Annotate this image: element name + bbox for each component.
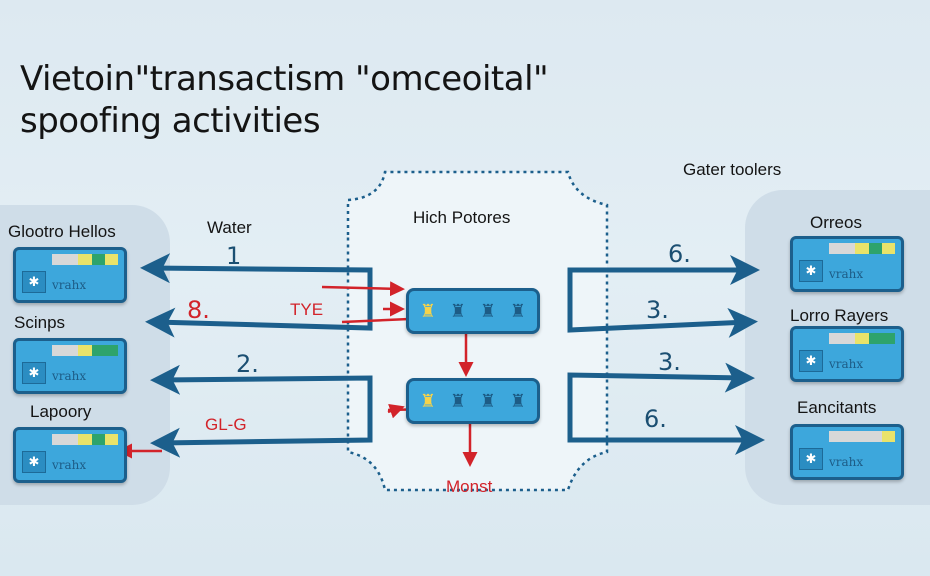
- status-bar: [52, 254, 119, 265]
- status-bar: [52, 434, 119, 445]
- arrow-left-3: [150, 364, 373, 405]
- status-bar: [52, 345, 119, 356]
- device-label: Glootro Hellos: [8, 222, 116, 241]
- title-line-2: spoofing activities: [20, 101, 321, 141]
- device-card[interactable]: ✱ vrahx: [13, 338, 127, 394]
- tye-label: TYE: [290, 300, 324, 319]
- switch-icon: ✱: [22, 271, 46, 293]
- node-icon: ♜: [479, 391, 497, 411]
- device-card[interactable]: ✱ vrahx: [790, 236, 904, 292]
- step-number: 3.: [658, 348, 681, 376]
- step-number: 6.: [644, 405, 667, 433]
- node-icon: ♜: [449, 301, 467, 321]
- switch-icon: ✱: [22, 362, 46, 384]
- switch-icon: ✱: [799, 260, 823, 282]
- step-number: 1: [226, 242, 242, 270]
- title-line-1: Vietoin"transactism "omceoital": [20, 59, 549, 99]
- arrow-right-3: [567, 362, 755, 402]
- node-icon: ♜: [419, 301, 437, 321]
- device-label: Lorro Rayers: [790, 306, 889, 325]
- device-text: vrahx: [52, 458, 87, 472]
- node-icon: ♜: [509, 301, 527, 321]
- node-icon: ♜: [509, 391, 527, 411]
- step-number: 2.: [236, 350, 259, 378]
- switch-icon: ✱: [22, 451, 46, 473]
- hub-node[interactable]: ♜ ♜ ♜ ♜: [406, 378, 540, 424]
- device-card[interactable]: ✱ vrahx: [13, 427, 127, 483]
- node-icon: ♜: [479, 301, 497, 321]
- arrow-left-1: [140, 253, 373, 298]
- switch-icon: ✱: [799, 448, 823, 470]
- device-text: vrahx: [829, 357, 864, 371]
- arrow-left-2: [145, 298, 373, 338]
- device-label: Scinps: [14, 313, 66, 332]
- device-card[interactable]: ✱ vrahx: [13, 247, 127, 303]
- arrow-right-2: [567, 300, 758, 338]
- status-bar: [829, 243, 896, 254]
- device-text: vrahx: [52, 369, 87, 383]
- device-text: vrahx: [52, 278, 87, 292]
- diagram-title: Vietoin"transactism "omceoital" spoofing…: [20, 58, 549, 142]
- status-bar: [829, 333, 896, 344]
- node-icon: ♜: [419, 391, 437, 411]
- arrow-left-4: [150, 405, 373, 458]
- water-label: Water: [207, 218, 252, 237]
- red-arrow-1: [321, 281, 405, 297]
- status-bar: [829, 431, 896, 442]
- device-text: vrahx: [829, 455, 864, 469]
- device-label: Lapoory: [30, 402, 92, 421]
- device-label: Orreos: [810, 213, 862, 232]
- arrow-right-1: [567, 255, 760, 300]
- device-card[interactable]: ✱ vrahx: [790, 424, 904, 480]
- device-label: Eancitants: [797, 398, 877, 417]
- switch-icon: ✱: [799, 350, 823, 372]
- node-icon: ♜: [449, 391, 467, 411]
- step-number: 8.: [187, 296, 210, 324]
- glg-label: GL-G: [205, 415, 247, 434]
- right-heading: Gater toolers: [683, 160, 782, 179]
- hub-node[interactable]: ♜ ♜ ♜ ♜: [406, 288, 540, 334]
- step-number: 6.: [668, 240, 691, 268]
- step-number: 3.: [646, 296, 669, 324]
- monst-label: Monst: [446, 477, 493, 496]
- device-text: vrahx: [829, 267, 864, 281]
- center-heading: Hich Potores: [413, 208, 511, 227]
- arrow-right-4: [567, 402, 765, 455]
- device-card[interactable]: ✱ vrahx: [790, 326, 904, 382]
